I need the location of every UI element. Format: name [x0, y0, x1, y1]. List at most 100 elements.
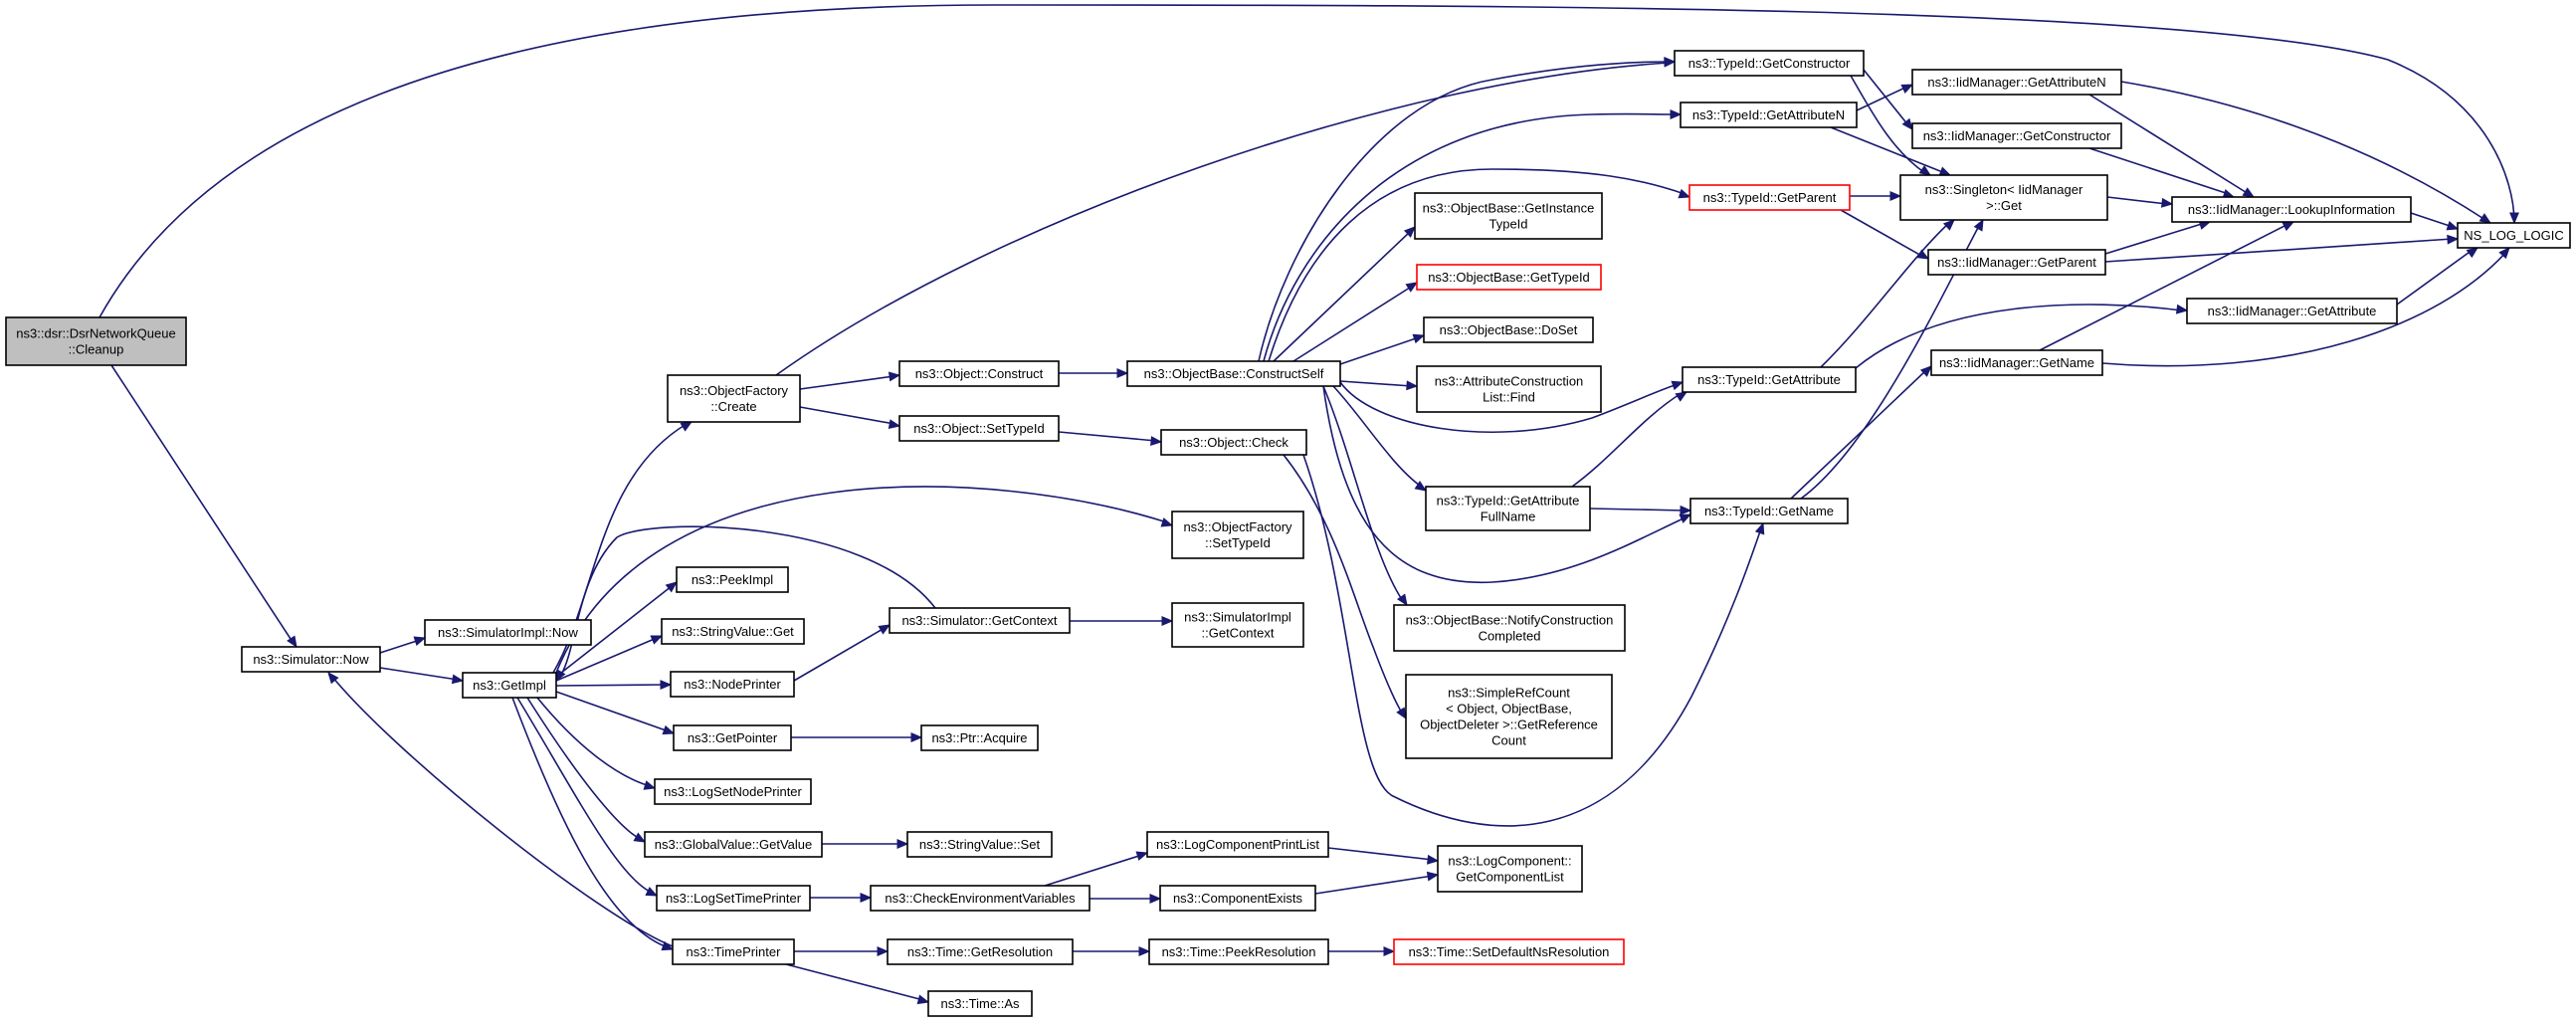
node-box-strvalset[interactable]: [906, 831, 1053, 858]
node-logcompprintlist[interactable]: ns3::LogComponentPrintList: [1146, 831, 1329, 858]
node-box-objbasedoset[interactable]: [1423, 316, 1594, 343]
node-box-iidgetname[interactable]: [1930, 349, 2103, 376]
node-timesetdefault[interactable]: ns3::Time::SetDefaultNsResolution: [1393, 938, 1625, 965]
node-typeidgetattrn[interactable]: ns3::TypeId::GetAttributeN: [1680, 102, 1858, 128]
node-box-iidlookup[interactable]: [2171, 196, 2412, 223]
node-iidgetattr[interactable]: ns3::IidManager::GetAttribute: [2186, 298, 2398, 324]
node-logsettime[interactable]: ns3::LogSetTimePrinter: [656, 885, 811, 912]
node-objfactsettypeid[interactable]: ns3::ObjectFactory::SetTypeId: [1171, 511, 1304, 559]
node-box-strvalget[interactable]: [661, 618, 805, 645]
node-box-objconstruct[interactable]: [898, 360, 1060, 387]
node-simgetctx[interactable]: ns3::Simulator::GetContext: [889, 607, 1071, 634]
node-peekimpl[interactable]: ns3::PeekImpl: [676, 566, 789, 593]
node-box-getimpl[interactable]: [462, 672, 557, 699]
node-box-objbasegetinstance[interactable]: [1414, 192, 1603, 240]
node-getpointer[interactable]: ns3::GetPointer: [673, 724, 792, 751]
node-box-typeidgetname[interactable]: [1689, 498, 1849, 524]
node-logcompgetlist[interactable]: ns3::LogComponent::GetComponentList: [1437, 845, 1583, 893]
node-objbasenotify[interactable]: ns3::ObjectBase::NotifyConstructionCompl…: [1393, 604, 1626, 652]
node-typeidgetparent[interactable]: ns3::TypeId::GetParent: [1688, 184, 1851, 211]
node-box-root[interactable]: [5, 316, 187, 366]
node-box-iidgetparent[interactable]: [1927, 249, 2106, 276]
node-objbasedoset[interactable]: ns3::ObjectBase::DoSet: [1423, 316, 1594, 343]
node-globalval[interactable]: ns3::GlobalValue::GetValue: [644, 831, 823, 858]
node-simimplgetctx[interactable]: ns3::SimulatorImpl::GetContext: [1171, 602, 1304, 648]
node-box-nodeprinter[interactable]: [670, 671, 795, 698]
node-strvalget[interactable]: ns3::StringValue::Get: [661, 618, 805, 645]
node-root[interactable]: ns3::dsr::DsrNetworkQueue::Cleanup: [5, 316, 187, 366]
node-box-typeidgetconstructor[interactable]: [1674, 50, 1865, 77]
node-box-compexists[interactable]: [1159, 885, 1316, 912]
node-box-simimplgetctx[interactable]: [1171, 602, 1304, 648]
node-box-objbasegettypeid[interactable]: [1416, 264, 1602, 291]
node-typeidgetconstructor[interactable]: ns3::TypeId::GetConstructor: [1674, 50, 1865, 77]
node-box-objbasenotify[interactable]: [1393, 604, 1626, 652]
node-box-attrconstructfind[interactable]: [1416, 365, 1602, 413]
node-objsettypeid[interactable]: ns3::Object::SetTypeId: [898, 415, 1060, 442]
node-singletonget[interactable]: ns3::Singleton< IidManager >::Get: [1899, 174, 2108, 221]
node-box-simnow[interactable]: [241, 646, 381, 673]
node-box-nsloglogic[interactable]: [2457, 222, 2571, 249]
node-box-timeprinter[interactable]: [672, 938, 795, 965]
node-box-objcheck[interactable]: [1160, 429, 1307, 456]
node-nsloglogic[interactable]: NS_LOG_LOGIC: [2457, 222, 2571, 249]
node-box-simgetctx[interactable]: [889, 607, 1071, 634]
node-box-logcompgetlist[interactable]: [1437, 845, 1583, 893]
node-nodeprinter[interactable]: ns3::NodePrinter: [670, 671, 795, 698]
node-timepeekres[interactable]: ns3::Time::PeekResolution: [1148, 938, 1329, 965]
node-box-objfactsettypeid[interactable]: [1171, 511, 1304, 559]
node-simplerefcount[interactable]: ns3::SimpleRefCount< Object, ObjectBase,…: [1405, 674, 1613, 759]
node-typeidgetname[interactable]: ns3::TypeId::GetName: [1689, 498, 1849, 524]
node-box-typeidgetattrfullname[interactable]: [1425, 486, 1591, 531]
node-box-globalval[interactable]: [644, 831, 823, 858]
node-objbasegettypeid[interactable]: ns3::ObjectBase::GetTypeId: [1416, 264, 1602, 291]
node-simimplnow[interactable]: ns3::SimulatorImpl::Now: [424, 619, 592, 646]
node-box-typeidgetattrn[interactable]: [1680, 102, 1858, 128]
node-checkenv[interactable]: ns3::CheckEnvironmentVariables: [870, 885, 1090, 912]
node-simnow[interactable]: ns3::Simulator::Now: [241, 646, 381, 673]
node-ptracquire[interactable]: ns3::Ptr::Acquire: [920, 724, 1039, 751]
node-box-objbaseconstructself[interactable]: [1126, 360, 1341, 387]
node-objconstruct[interactable]: ns3::Object::Construct: [898, 360, 1060, 387]
node-box-logcompprintlist[interactable]: [1146, 831, 1329, 858]
node-iidgetattrn[interactable]: ns3::IidManager::GetAttributeN: [1911, 69, 2122, 96]
node-box-timeas[interactable]: [927, 990, 1033, 1017]
node-box-timesetdefault[interactable]: [1393, 938, 1625, 965]
node-box-simplerefcount[interactable]: [1405, 674, 1613, 759]
node-box-getpointer[interactable]: [673, 724, 792, 751]
node-timegetres[interactable]: ns3::Time::GetResolution: [887, 938, 1074, 965]
node-strvalset[interactable]: ns3::StringValue::Set: [906, 831, 1053, 858]
node-compexists[interactable]: ns3::ComponentExists: [1159, 885, 1316, 912]
node-getimpl[interactable]: ns3::GetImpl: [462, 672, 557, 699]
node-box-iidgetattr[interactable]: [2186, 298, 2398, 324]
node-box-timegetres[interactable]: [887, 938, 1074, 965]
node-box-logsettime[interactable]: [656, 885, 811, 912]
node-timeas[interactable]: ns3::Time::As: [927, 990, 1033, 1017]
node-box-singletonget[interactable]: [1899, 174, 2108, 221]
node-typeidgetattr[interactable]: ns3::TypeId::GetAttribute: [1682, 366, 1857, 393]
node-box-typeidgetparent[interactable]: [1688, 184, 1851, 211]
node-objbaseconstructself[interactable]: ns3::ObjectBase::ConstructSelf: [1126, 360, 1341, 387]
node-objfactcreate[interactable]: ns3::ObjectFactory::Create: [667, 374, 801, 423]
node-iidgetname[interactable]: ns3::IidManager::GetName: [1930, 349, 2103, 376]
node-logsetnode[interactable]: ns3::LogSetNodePrinter: [654, 778, 812, 805]
node-box-checkenv[interactable]: [870, 885, 1090, 912]
node-box-iidgetattrn[interactable]: [1911, 69, 2122, 96]
node-box-logsetnode[interactable]: [654, 778, 812, 805]
node-box-ptracquire[interactable]: [920, 724, 1039, 751]
node-box-simimplnow[interactable]: [424, 619, 592, 646]
node-iidgetconstructor[interactable]: ns3::IidManager::GetConstructor: [1911, 122, 2122, 149]
node-box-typeidgetattr[interactable]: [1682, 366, 1857, 393]
node-timeprinter[interactable]: ns3::TimePrinter: [672, 938, 795, 965]
node-iidlookup[interactable]: ns3::IidManager::LookupInformation: [2171, 196, 2412, 223]
node-box-objsettypeid[interactable]: [898, 415, 1060, 442]
node-iidgetparent[interactable]: ns3::IidManager::GetParent: [1927, 249, 2106, 276]
node-objcheck[interactable]: ns3::Object::Check: [1160, 429, 1307, 456]
node-box-iidgetconstructor[interactable]: [1911, 122, 2122, 149]
node-box-timepeekres[interactable]: [1148, 938, 1329, 965]
node-box-objfactcreate[interactable]: [667, 374, 801, 423]
node-box-peekimpl[interactable]: [676, 566, 789, 593]
